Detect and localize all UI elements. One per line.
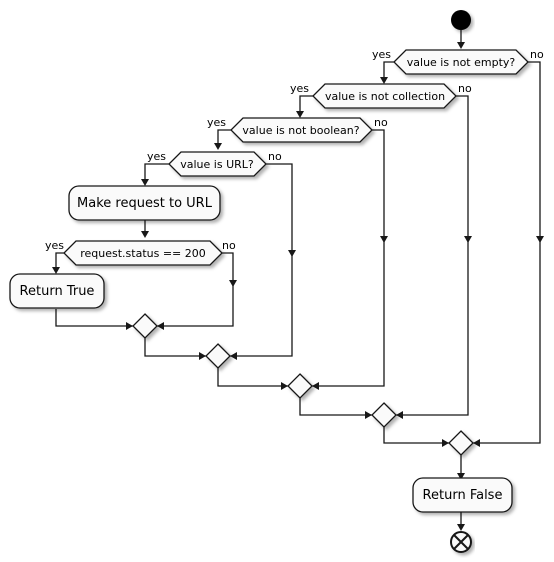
arrow-down (457, 42, 465, 49)
arrow-right (281, 382, 288, 390)
branch-no-label: no (222, 239, 236, 252)
connectors (55, 30, 541, 528)
decision-not-boolean: value is not boolean? yes no (207, 116, 388, 143)
arrow-down (536, 236, 544, 243)
decision-not-empty: value is not empty? yes no (372, 48, 544, 75)
start-node (451, 10, 471, 30)
arrowheads (52, 42, 544, 531)
branch-no-label: no (268, 150, 282, 163)
decision-label: value is not boolean? (242, 124, 359, 137)
arrow-down (52, 267, 60, 274)
action-label: Make request to URL (77, 196, 213, 211)
branch-no-label: no (530, 48, 544, 61)
action-return-true: Return True (9, 273, 105, 309)
branch-no-label: no (374, 116, 388, 129)
action-label: Return False (423, 488, 503, 503)
decision-label: value is not collection (325, 90, 445, 103)
arrow-down (457, 473, 465, 480)
decision-not-collection: value is not collection yes no (290, 82, 472, 109)
decision-is-url: value is URL? yes no (147, 150, 282, 177)
arrow-down (141, 179, 149, 186)
branch-yes-label: yes (372, 48, 391, 61)
arrow-down (296, 111, 304, 118)
decision-label: value is not empty? (407, 56, 516, 69)
arrow-down (464, 236, 472, 243)
action-make-request: Make request to URL (68, 185, 221, 221)
branch-yes-label: yes (207, 116, 226, 129)
merge-node (371, 402, 397, 428)
end-node (450, 531, 472, 553)
arrow-right (199, 352, 206, 360)
action-return-false: Return False (412, 477, 513, 513)
arrow-right (126, 322, 133, 330)
arrow-left (312, 382, 319, 390)
arrow-right (442, 439, 449, 447)
merge-node (205, 343, 231, 369)
action-label: Return True (20, 284, 95, 299)
merge-node (132, 313, 158, 339)
arrow-down (288, 250, 296, 257)
arrow-down (214, 143, 222, 150)
branch-yes-label: yes (290, 82, 309, 95)
arrow-left (157, 322, 164, 330)
branch-yes-label: yes (45, 239, 64, 252)
arrow-down (380, 77, 388, 84)
arrow-left (230, 352, 237, 360)
arrow-down (380, 236, 388, 243)
arrow-left (473, 439, 480, 447)
branch-no-label: no (458, 82, 472, 95)
decision-label: value is URL? (180, 158, 254, 171)
decision-label: request.status == 200 (80, 247, 206, 260)
merge-node (287, 373, 313, 399)
decision-status-200: request.status == 200 yes no (45, 239, 236, 266)
arrow-left (396, 411, 403, 419)
branch-yes-label: yes (147, 150, 166, 163)
arrow-down (457, 524, 465, 531)
arrow-down (141, 231, 149, 238)
merge-node (448, 430, 474, 456)
arrow-right (365, 411, 372, 419)
arrow-down (229, 280, 237, 287)
